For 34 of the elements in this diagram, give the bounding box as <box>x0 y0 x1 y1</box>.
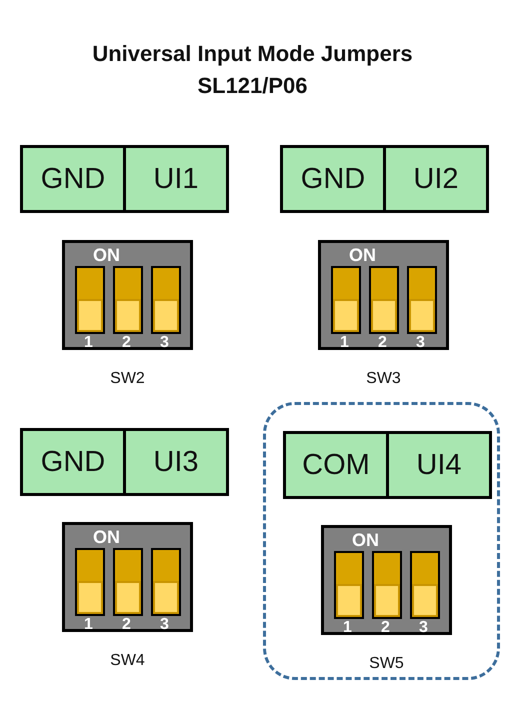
switch-number: 3 <box>160 617 169 633</box>
on-label: ON <box>93 528 120 546</box>
dip-switch <box>62 240 193 350</box>
dip-switch <box>318 240 449 350</box>
terminal-block: COM <box>283 431 389 499</box>
switch-caption: SW4 <box>109 652 146 670</box>
switch-number: 2 <box>381 620 390 636</box>
switch-caption: SW2 <box>109 370 146 388</box>
terminal-block: GND <box>20 428 126 496</box>
switch-caption: SW3 <box>365 370 402 388</box>
terminal-block: GND <box>20 145 126 213</box>
on-label: ON <box>352 531 379 549</box>
switch-number: 1 <box>340 335 349 351</box>
switch-caption: SW5 <box>368 655 405 673</box>
switch-number: 1 <box>84 335 93 351</box>
terminal-block: UI1 <box>123 145 229 213</box>
switch-number: 3 <box>419 620 428 636</box>
on-label: ON <box>349 246 376 264</box>
on-label: ON <box>93 246 120 264</box>
terminal-block: GND <box>280 145 386 213</box>
terminal-block: UI3 <box>123 428 229 496</box>
switch-number: 3 <box>160 335 169 351</box>
title: Universal Input Mode Jumpers SL121/P06 <box>91 40 414 100</box>
switch-number: 3 <box>416 335 425 351</box>
dashed-outline <box>263 402 500 680</box>
switch-number: 1 <box>343 620 352 636</box>
switch-number: 2 <box>378 335 387 351</box>
terminal-block: UI4 <box>386 431 492 499</box>
switch-number: 1 <box>84 617 93 633</box>
terminal-block: UI2 <box>383 145 489 213</box>
switch-number: 2 <box>122 335 131 351</box>
dip-switch <box>62 522 193 632</box>
dip-switch <box>321 525 452 635</box>
switch-number: 2 <box>122 617 131 633</box>
